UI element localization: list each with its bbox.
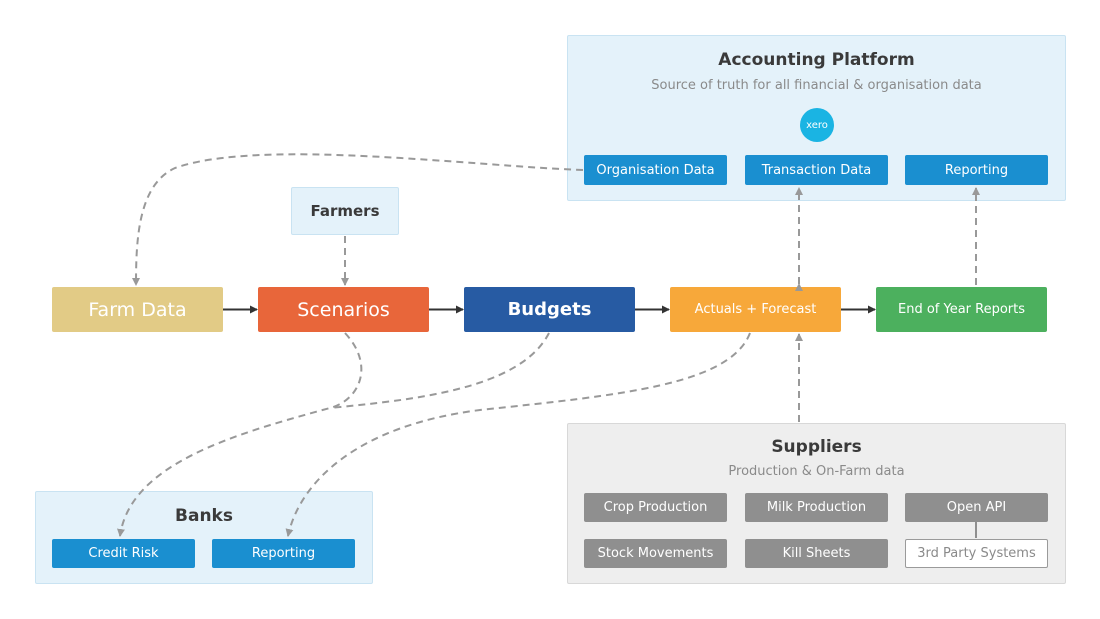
credit-risk-chip: Credit Risk	[52, 539, 195, 568]
farm-data-node: Farm Data	[52, 287, 223, 332]
open-api-chip: Open API	[905, 493, 1048, 522]
stock-movements-chip: Stock Movements	[584, 539, 727, 568]
banks-reporting-chip: Reporting	[212, 539, 355, 568]
transaction-data-chip: Transaction Data	[745, 155, 888, 185]
accounting-platform-title: Accounting Platform	[718, 50, 915, 70]
farmers-node: Farmers	[291, 187, 399, 235]
milk-production-chip: Milk Production	[745, 493, 888, 522]
arrow-scenarios-to-credit-risk	[117, 332, 363, 537]
banks-panel: Banks Credit Risk Reporting	[35, 491, 373, 584]
actuals-forecast-node: Actuals + Forecast	[670, 287, 841, 332]
scenarios-node: Scenarios	[258, 287, 429, 332]
kill-sheets-chip: Kill Sheets	[745, 539, 888, 568]
arrow-organisation-to-farm-data	[132, 153, 584, 286]
accounting-reporting-chip: Reporting	[905, 155, 1048, 185]
third-party-systems-chip: 3rd Party Systems	[905, 539, 1048, 568]
organisation-data-chip: Organisation Data	[584, 155, 727, 185]
arrow-actuals-to-banks-reporting	[285, 332, 751, 537]
suppliers-title: Suppliers	[771, 437, 862, 457]
accounting-platform-subtitle: Source of truth for all financial & orga…	[651, 78, 982, 93]
budgets-node: Budgets	[464, 287, 635, 332]
crop-production-chip: Crop Production	[584, 493, 727, 522]
suppliers-subtitle: Production & On-Farm data	[728, 464, 905, 479]
end-of-year-reports-node: End of Year Reports	[876, 287, 1047, 332]
banks-title: Banks	[175, 506, 233, 526]
arrow-budgets-to-credit-risk	[329, 332, 550, 409]
suppliers-panel: Suppliers Production & On-Farm data Crop…	[567, 423, 1066, 584]
xero-logo-icon: xero	[800, 108, 834, 142]
accounting-platform-panel: Accounting Platform Source of truth for …	[567, 35, 1066, 201]
